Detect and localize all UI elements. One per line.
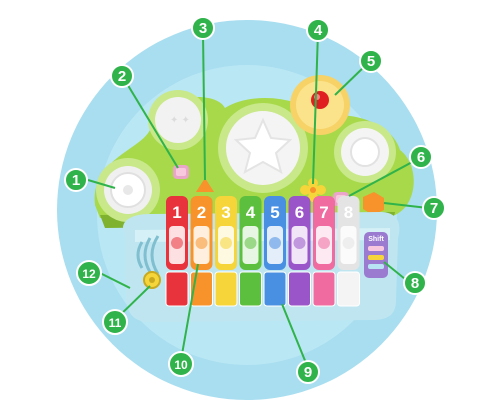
callout-label: 11 <box>109 316 122 330</box>
callout-badge-10: 10 <box>168 351 194 377</box>
number-key-label: 3 <box>221 203 230 222</box>
callout-label: 8 <box>411 275 419 292</box>
animal-face-icon <box>220 237 232 249</box>
callout-badge-12: 12 <box>76 260 102 286</box>
number-key-2[interactable]: 2 <box>190 196 213 270</box>
orange-triangle-button[interactable] <box>196 178 214 192</box>
piano-key-1[interactable] <box>165 271 189 307</box>
animal-face-icon <box>171 237 183 249</box>
callout-label: 3 <box>199 20 207 37</box>
callout-label: 6 <box>417 149 425 166</box>
orange-hexagon-button[interactable] <box>363 192 384 215</box>
small-left-button[interactable] <box>173 165 189 179</box>
callout-badge-9: 9 <box>296 360 320 384</box>
animal-face-icon <box>293 237 306 249</box>
number-key-label: 1 <box>172 203 181 222</box>
number-key-1[interactable]: 1 <box>166 196 188 270</box>
callout-badge-7: 7 <box>422 196 446 220</box>
svg-text:✦ ✦: ✦ ✦ <box>170 115 190 126</box>
callout-label: 4 <box>314 22 323 39</box>
number-key-label: 2 <box>197 203 206 222</box>
callout-badge-1: 1 <box>64 168 88 192</box>
number-key-3[interactable]: 3 <box>215 196 237 270</box>
animal-face-icon <box>195 237 208 249</box>
piano-key-8[interactable] <box>337 271 360 307</box>
piano-key-3[interactable] <box>214 271 238 307</box>
callout-label: 9 <box>304 364 312 381</box>
number-key-label: 4 <box>246 203 256 222</box>
yellow-round-button[interactable] <box>143 271 161 289</box>
piano-key-4[interactable] <box>239 271 262 307</box>
callout-badge-5: 5 <box>359 49 383 73</box>
animal-face-icon <box>342 237 355 249</box>
callout-badge-11: 11 <box>102 309 128 335</box>
number-key-7[interactable]: 7 <box>313 196 335 270</box>
speaker-grill <box>136 235 160 275</box>
shift-button[interactable]: Shift <box>364 232 388 278</box>
number-key-8[interactable]: 8 <box>337 196 360 270</box>
callout-label: 5 <box>367 53 375 70</box>
piano-key-6[interactable] <box>288 271 311 307</box>
callout-badge-6: 6 <box>409 145 433 169</box>
callout-badge-8: 8 <box>403 271 427 295</box>
number-key-label: 5 <box>270 203 279 222</box>
red-light-dome[interactable] <box>290 75 350 135</box>
right-drum[interactable] <box>334 121 396 183</box>
number-key-6[interactable]: 6 <box>288 196 311 270</box>
piano-key-7[interactable] <box>312 271 336 307</box>
callout-badge-2: 2 <box>110 64 134 88</box>
number-key-label: 7 <box>319 203 328 222</box>
number-key-5[interactable]: 5 <box>264 196 286 270</box>
number-key-4[interactable]: 4 <box>239 196 262 270</box>
left-drum[interactable] <box>96 158 160 222</box>
callout-label: 7 <box>430 200 438 217</box>
number-key-label: 8 <box>344 203 353 222</box>
piano-key-5[interactable] <box>263 271 287 307</box>
animal-face-icon <box>318 237 330 249</box>
animal-face-icon <box>269 237 281 249</box>
callout-label: 1 <box>72 172 80 189</box>
number-key-label: 6 <box>295 203 304 222</box>
callout-label: 10 <box>174 358 188 372</box>
back-left-drum[interactable]: ✦ ✦ <box>148 90 208 150</box>
callout-label: 2 <box>118 68 126 85</box>
star-icon <box>233 117 293 175</box>
callout-badge-3: 3 <box>191 16 215 40</box>
animal-face-icon <box>244 237 257 249</box>
center-star-drum[interactable] <box>218 103 308 193</box>
callout-badge-4: 4 <box>306 18 330 42</box>
callout-label: 12 <box>82 267 96 281</box>
shift-label: Shift <box>368 236 384 243</box>
